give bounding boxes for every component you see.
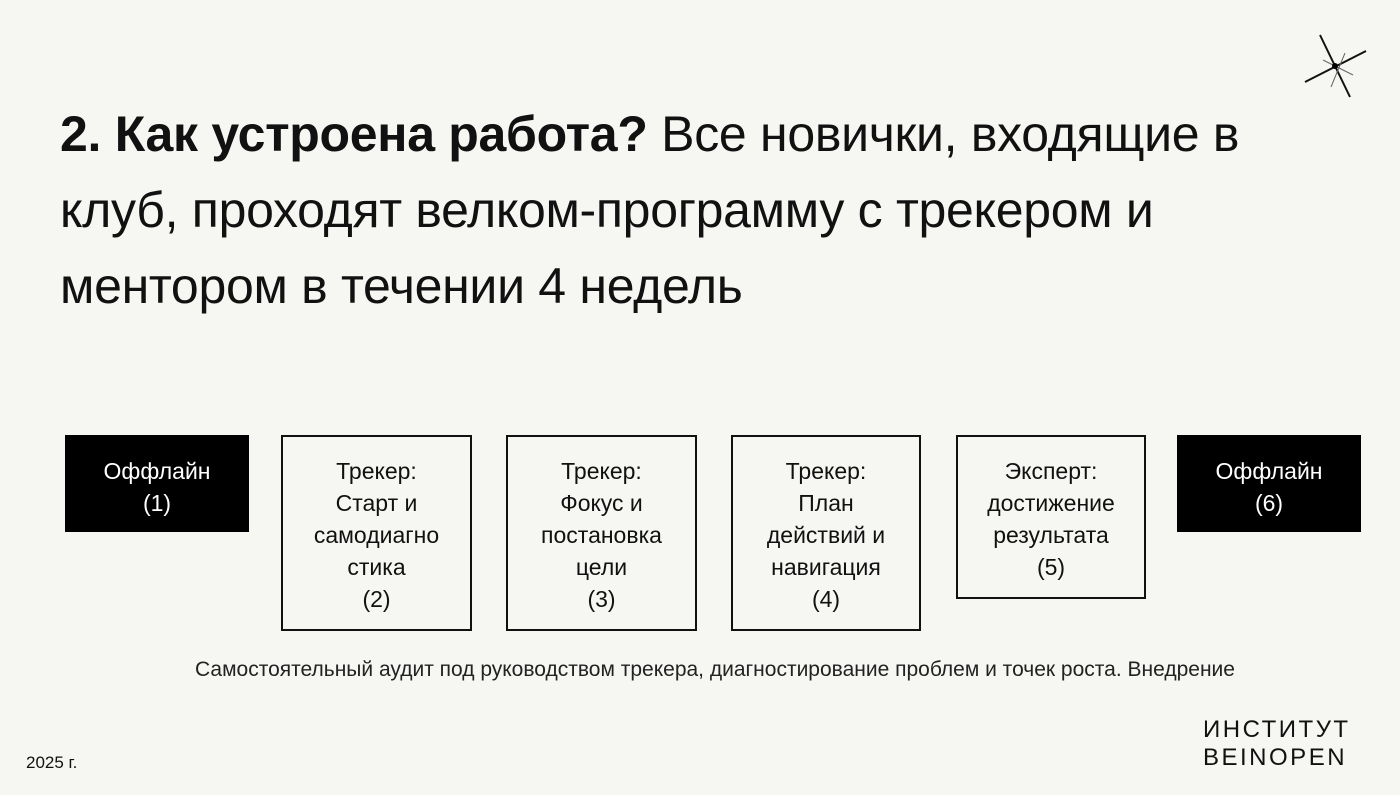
- year-label: 2025 г.: [26, 753, 78, 772]
- logo-line-2: BEINOPEN: [1203, 744, 1348, 771]
- heading-regular: Все новички, входящие в клуб, проходят в…: [60, 106, 1240, 314]
- step-text-line: (2): [362, 586, 391, 612]
- step-text-line: достижение: [987, 490, 1115, 516]
- step-text-line: Трекер:: [561, 458, 642, 484]
- step-box-3: Трекер: Фокус и постановка цели (3): [506, 435, 697, 631]
- step-text-line: (1): [142, 490, 172, 516]
- step-text-line: цели: [575, 554, 628, 580]
- logo-line-1: ИНСТИТУТ: [1203, 716, 1351, 743]
- step-text-line: (4): [811, 586, 841, 612]
- heading-bold: 2. Как устроена работа?: [60, 106, 648, 162]
- logo: ИНСТИТУТ BEINOPEN: [1203, 716, 1351, 772]
- step-text-line: результата: [993, 522, 1109, 548]
- step-text-line: постановка: [541, 522, 662, 548]
- step-box-1: Оффлайн (1): [65, 435, 249, 532]
- step-text-line: (5): [1036, 554, 1066, 580]
- step-text-line: (6): [1254, 490, 1284, 516]
- step-text-line: Эксперт:: [1004, 458, 1098, 484]
- step-text-line: навигация: [771, 554, 881, 580]
- step-box-4: Трекер: План действий и навигация (4): [731, 435, 921, 631]
- step-box-6: Оффлайн (6): [1177, 435, 1361, 532]
- sparkle-star-icon: [1304, 34, 1367, 98]
- step-text-line: стика: [347, 554, 406, 580]
- step-box-2: Трекер: Старт и самодиагно стика (2): [281, 435, 472, 631]
- slide-heading: 2. Как устроена работа? Все новички, вхо…: [60, 96, 1290, 324]
- step-text-line: Трекер:: [785, 458, 867, 484]
- step-text-line: Старт и: [335, 490, 418, 516]
- caption: Самостоятельный аудит под руководством т…: [195, 658, 1235, 681]
- step-text-line: действий и: [766, 522, 886, 548]
- step-text-line: Трекер:: [336, 458, 417, 484]
- step-text-line: План: [798, 490, 854, 516]
- step-text-line: Оффлайн: [103, 458, 211, 484]
- step-text-line: Фокус и: [560, 490, 643, 516]
- step-box-5: Эксперт: достижение результата (5): [956, 435, 1146, 599]
- step-text-line: Оффлайн: [1215, 458, 1323, 484]
- step-text-line: самодиагно: [313, 522, 440, 548]
- step-text-line: (3): [587, 586, 616, 612]
